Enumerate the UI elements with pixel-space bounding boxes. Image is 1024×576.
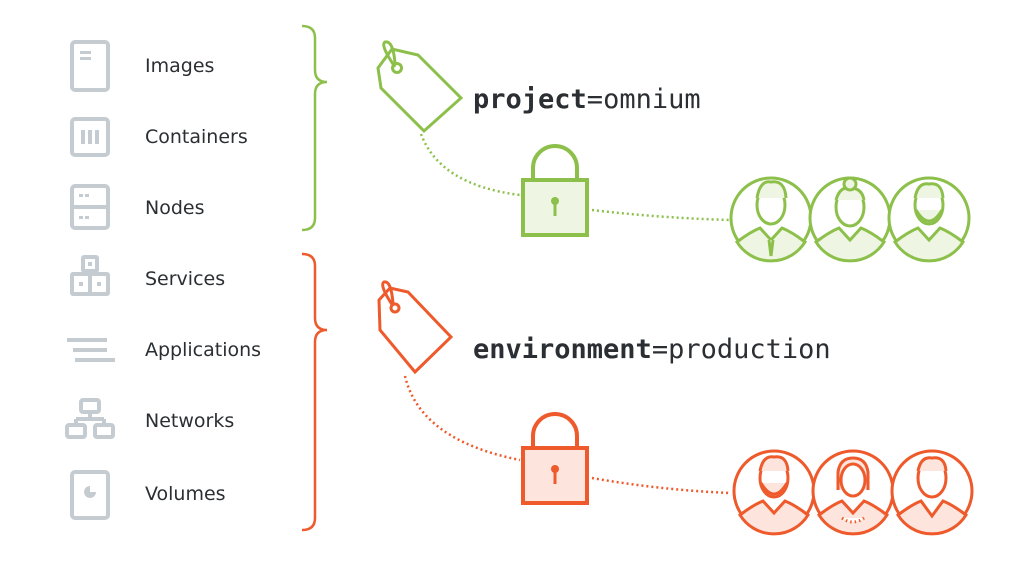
project-tag-to-lock-line [419, 133, 521, 197]
project-tag-icon [376, 40, 464, 134]
user-avatar-man-beard-icon [887, 176, 971, 263]
project-lock-to-users-line [591, 208, 731, 222]
resource-containers: Containers [60, 107, 248, 167]
container-icon [70, 117, 110, 157]
user-avatar-man-beard-icon [732, 449, 816, 536]
volume-disk-icon [70, 470, 110, 520]
resource-nodes: Nodes [60, 178, 205, 238]
user-avatar-man-tie-icon [729, 176, 813, 263]
environment-brace [301, 252, 328, 532]
project-label: project=omnium [473, 84, 701, 115]
resource-volumes: Volumes [60, 464, 226, 524]
environment-tag-to-lock-line [403, 375, 521, 462]
applications-lines-icon [67, 338, 115, 362]
environment-tag-icon [377, 280, 454, 375]
label-value: omnium [603, 84, 701, 115]
label-key: project [473, 84, 587, 115]
label-value: production [668, 334, 831, 365]
resource-label: Applications [145, 339, 262, 361]
image-file-icon [70, 40, 110, 92]
environment-lock-icon [521, 412, 589, 505]
node-server-icon [70, 184, 110, 230]
project-users-group [729, 176, 971, 263]
resource-networks: Networks [60, 391, 234, 451]
resource-label: Nodes [145, 197, 205, 219]
user-avatar-man-sweater-icon [890, 449, 974, 536]
environment-label: environment=production [473, 334, 831, 365]
resource-services: Services [60, 249, 225, 309]
resource-images: Images [60, 36, 214, 96]
label-key: environment [473, 334, 652, 365]
user-avatar-woman-bun-icon [808, 176, 892, 263]
resource-label: Services [145, 268, 226, 290]
resource-label: Images [145, 55, 215, 77]
environment-users-group [732, 449, 974, 536]
network-topology-icon [65, 398, 115, 439]
user-avatar-woman-necklace-icon [811, 449, 895, 536]
resource-applications: Applications [60, 320, 261, 380]
environment-lock-to-users-line [591, 476, 731, 495]
project-brace [301, 24, 328, 232]
resource-label: Containers [145, 126, 248, 148]
resource-label: Networks [145, 410, 235, 432]
resource-label: Volumes [145, 483, 226, 505]
project-lock-icon [521, 144, 589, 237]
services-blocks-icon [70, 255, 110, 296]
